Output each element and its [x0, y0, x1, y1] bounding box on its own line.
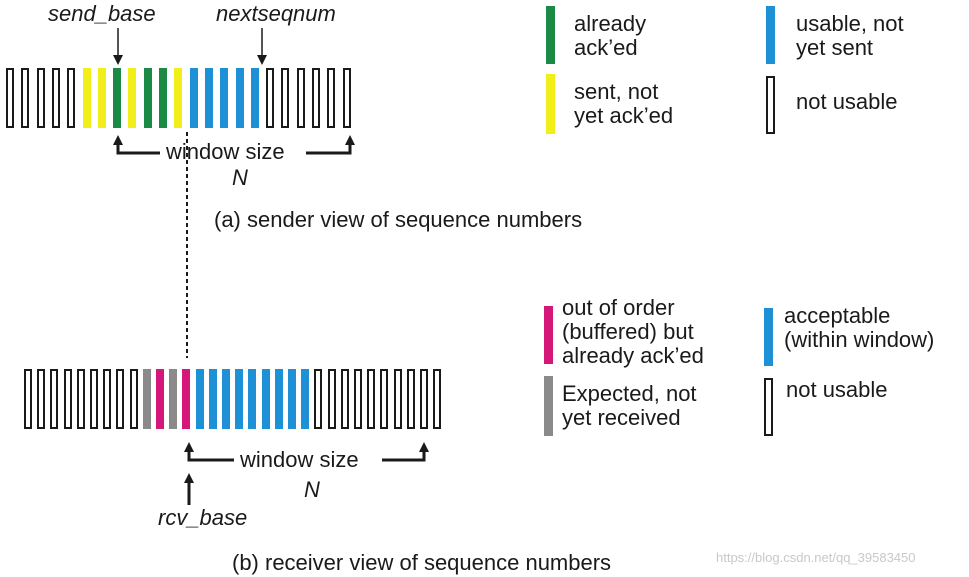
sender-window-bracket-left	[113, 135, 160, 155]
receiver-legend-text-expected: Expected, not	[562, 381, 697, 406]
sender-slot-empty	[281, 68, 290, 128]
receiver-slot-usable	[235, 369, 244, 429]
receiver-slot-empty	[367, 369, 376, 429]
sender-legend-text-usable: usable, not	[796, 11, 904, 36]
receiver-slot-expected	[169, 369, 178, 429]
receiver-slot-empty	[76, 369, 85, 429]
sender-slot-acked	[143, 68, 152, 128]
receiver-window-bracket-right	[382, 442, 429, 462]
sender-slot-sent	[128, 68, 137, 128]
send-base-label: send_base	[48, 1, 156, 26]
receiver-window-n-label: N	[304, 477, 320, 502]
sender-slot-empty	[296, 68, 305, 128]
sender-slot-empty	[266, 68, 275, 128]
receiver-slot-expected	[142, 369, 151, 429]
sender-slot-sent	[174, 68, 183, 128]
receiver-slot-empty	[24, 369, 32, 429]
receiver-legend-swatch-expected	[544, 376, 553, 436]
nextseqnum-label: nextseqnum	[216, 1, 336, 26]
sender-legend-swatch-acked	[546, 6, 555, 64]
receiver-slot-empty	[116, 369, 125, 429]
rcv-base-label: rcv_base	[158, 505, 248, 530]
sender-slot-sent	[97, 68, 106, 128]
receiver-slot-usable	[222, 369, 230, 429]
receiver-slot-usable	[261, 369, 270, 429]
sender-legend-swatch-empty	[766, 76, 775, 134]
sender-slot-usable	[204, 68, 213, 128]
receiver-slot-empty	[90, 369, 98, 429]
receiver-legend-text-buffered: already ack’ed	[562, 343, 704, 368]
receiver-slot-empty	[129, 369, 138, 429]
receiver-legend-swatch-usable	[764, 308, 773, 366]
receiver-legend-swatch-buffered	[544, 306, 553, 364]
receiver-caption: (b) receiver view of sequence numbers	[232, 550, 612, 575]
receiver-legend-text-buffered: (buffered) but	[562, 319, 694, 344]
receiver-slot-empty	[354, 369, 362, 429]
receiver-slot-empty	[103, 369, 112, 429]
sender-legend-text-sent: sent, not	[574, 79, 659, 104]
sender-slot-empty	[51, 68, 60, 128]
receiver-slot-empty	[37, 369, 46, 429]
sender-legend-text-acked: ack’ed	[574, 35, 638, 60]
sender-slot-empty	[21, 68, 30, 128]
sender-legend-swatch-sent	[546, 74, 555, 134]
receiver-legend-text-usable: acceptable	[784, 303, 891, 328]
sender-slot-usable	[250, 68, 259, 128]
receiver-legend-text-buffered: out of order	[562, 295, 675, 320]
receiver-window-size-label: window size	[240, 447, 359, 472]
sender-slot-empty	[327, 68, 336, 128]
sender-legend-text-sent: yet ack’ed	[574, 103, 674, 128]
receiver-slot-buffered	[182, 369, 191, 429]
sender-slot-usable	[235, 68, 244, 128]
sender-slot-empty	[36, 68, 45, 128]
receiver-slot-empty	[327, 369, 336, 429]
receiver-slot-empty	[314, 369, 323, 429]
sender-slot-acked	[113, 68, 122, 128]
receiver-slot-usable	[195, 369, 204, 429]
receiver-slot-empty	[393, 369, 402, 429]
receiver-slot-usable	[248, 369, 257, 429]
receiver-legend-swatch-empty	[764, 378, 773, 436]
sender-window-n-label: N	[232, 165, 248, 190]
sender-caption: (a) sender view of sequence numbers	[214, 207, 583, 232]
sender-slot-sent	[82, 68, 91, 128]
sender-slot-usable	[220, 68, 229, 128]
receiver-slot-empty	[420, 369, 428, 429]
receiver-slot-empty	[433, 369, 442, 429]
receiver-legend-text-empty: not usable	[786, 377, 888, 402]
sender-slot-empty	[312, 68, 320, 128]
watermark: https://blog.csdn.net/qq_39583450	[716, 550, 916, 565]
sender-window-size-label: window size	[166, 139, 285, 164]
receiver-legend-text-expected: yet received	[562, 405, 681, 430]
sender-slot-empty	[6, 68, 14, 128]
receiver-slot-usable	[274, 369, 283, 429]
receiver-legend-text-usable: (within window)	[784, 327, 935, 352]
receiver-slot-buffered	[156, 369, 164, 429]
receiver-slot-usable	[301, 369, 310, 429]
receiver-slot-empty	[406, 369, 415, 429]
receiver-slot-usable	[288, 369, 296, 429]
sender-window-bracket-right	[306, 135, 355, 155]
sender-slot-empty	[342, 68, 351, 128]
sender-slot-usable	[189, 68, 198, 128]
receiver-slot-empty	[380, 369, 389, 429]
sender-slot-empty	[67, 68, 76, 128]
receiver-window-bracket-left	[184, 442, 234, 462]
sender-slot-acked	[159, 68, 167, 128]
sender-legend-swatch-usable	[766, 6, 775, 64]
sender-legend-text-acked: already	[574, 11, 647, 36]
receiver-slot-empty	[63, 369, 72, 429]
sender-legend-text-empty: not usable	[796, 89, 898, 114]
receiver-slot-usable	[208, 369, 217, 429]
receiver-slot-empty	[50, 369, 59, 429]
sender-legend-text-usable: yet sent	[796, 35, 874, 60]
receiver-slot-empty	[340, 369, 349, 429]
